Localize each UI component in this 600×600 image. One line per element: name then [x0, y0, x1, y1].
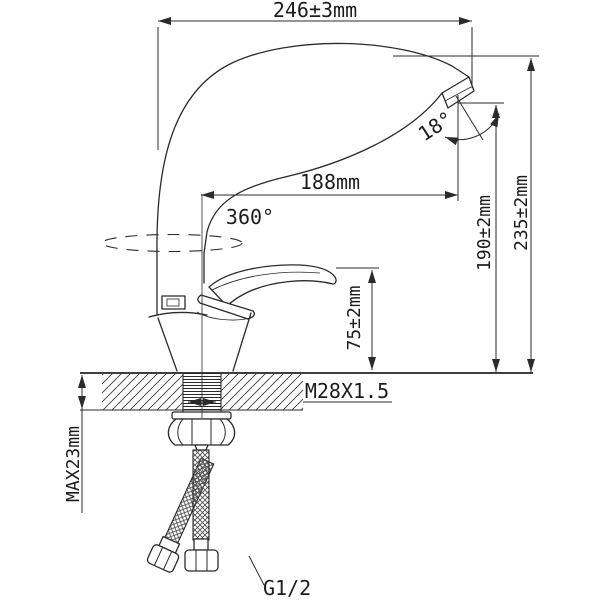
annotation-mounting-thread: M28X1.5 — [303, 379, 392, 403]
hose-vertical-nut — [184, 549, 219, 572]
dim-label-base-height: 75±2mm — [344, 285, 365, 350]
handle-lever-top-line — [211, 271, 321, 291]
spout-inner-curve — [203, 92, 443, 254]
g12-leader-line — [248, 555, 265, 586]
mounting-flange — [171, 411, 232, 420]
dim-label-overall-height: 235±2mm — [511, 175, 532, 251]
hose-angled-nut — [146, 544, 180, 573]
dim-label-counter-thickness: MAX23mm — [63, 426, 84, 502]
mounting-wing-nut — [167, 418, 236, 446]
hose-vertical-nut-facets — [195, 550, 208, 571]
neck-edges — [156, 252, 205, 315]
label-mounting-thread: M28X1.5 — [305, 379, 389, 403]
annotation-swivel: 360° — [226, 205, 274, 229]
body-flare-line — [148, 311, 208, 318]
hose-vertical — [184, 449, 219, 572]
dimension-spout-height: 190±2mm — [458, 102, 504, 372]
spout-aerator-band-line — [444, 86, 472, 102]
dim-label-spout-span: 246±3mm — [273, 0, 357, 22]
dimension-counter-thickness: MAX23mm — [63, 375, 86, 513]
hose-vertical-braid — [192, 449, 210, 541]
label-hose-thread: G1/2 — [263, 576, 311, 600]
wing-nut-stem — [194, 444, 209, 451]
countertop-hatch-left — [102, 374, 183, 410]
body-left-slant — [157, 317, 178, 372]
dim-label-swivel: 360° — [226, 205, 274, 229]
handle-cap — [197, 294, 255, 320]
dimension-base-height: 75±2mm — [336, 267, 379, 370]
spout-outer-curve — [156, 42, 470, 254]
hose-vertical-collar — [193, 538, 209, 551]
dimension-overall-height: 235±2mm — [393, 55, 539, 372]
faucet-outline — [101, 42, 475, 418]
dimension-spout-angle: 18° — [414, 95, 500, 146]
swivel-dashed-ellipse — [101, 233, 243, 253]
annotation-hose-thread: G1/2 — [263, 576, 311, 600]
body-logo-plate-inner — [166, 298, 180, 307]
angle-arc — [444, 113, 500, 146]
countertop-section — [80, 372, 533, 411]
body-logo-plate — [161, 295, 186, 310]
under-counter-assembly — [146, 372, 265, 586]
wing-nut-wing-curves — [177, 418, 226, 446]
wing-nut-hub-lines — [191, 419, 212, 445]
handle-lever — [208, 264, 337, 307]
dim-label-spout-height: 190±2mm — [474, 195, 495, 271]
body-right-slant — [232, 312, 252, 372]
countertop-hatch-right — [221, 374, 303, 410]
dim-label-spout-angle: 18° — [414, 106, 457, 146]
dimension-spout-reach: 188mm — [201, 95, 459, 201]
dimension-spout-span: 246±3mm — [157, 0, 473, 150]
dim-label-spout-reach: 188mm — [300, 170, 360, 194]
hose-angled-nut-facets — [153, 547, 173, 570]
